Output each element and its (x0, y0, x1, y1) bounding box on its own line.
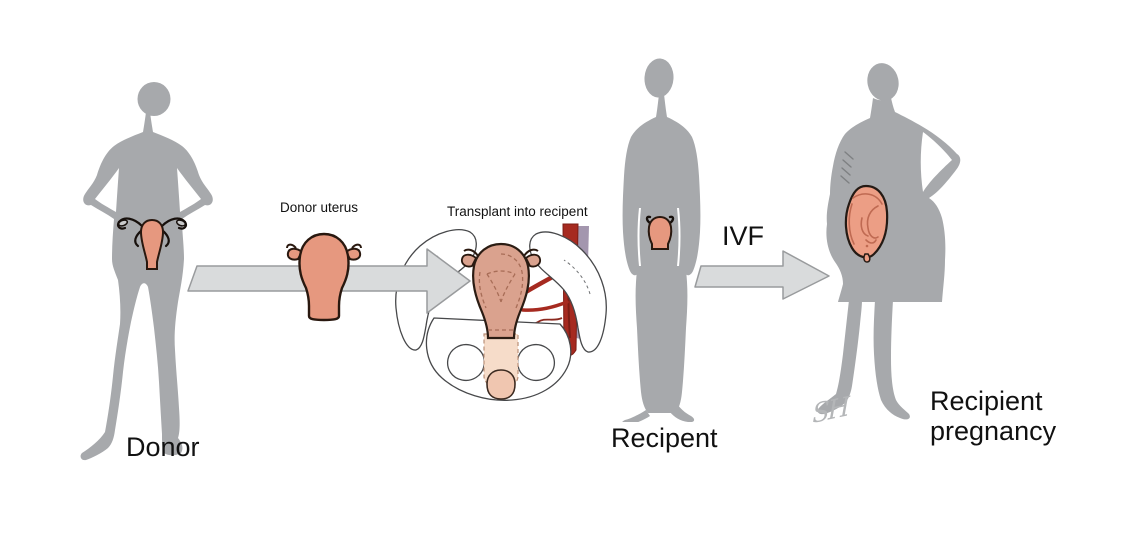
ivf-arrow (694, 250, 830, 300)
transplanted-uterus-icon (472, 242, 530, 340)
recipient-uterus-icon (645, 215, 675, 250)
recipient-pregnancy-label: Recipient pregnancy (930, 386, 1057, 446)
recipient-figure (622, 58, 701, 422)
donor-uterus-label: Donor uterus (280, 200, 359, 215)
pregnant-recipient-figure (817, 63, 961, 420)
recipient-label: Recipent (611, 423, 718, 453)
transplant-label: Transplant into recipent (447, 204, 588, 219)
ivf-label: IVF (722, 221, 765, 251)
donor-label: Donor (126, 432, 200, 462)
pregnant-uterus-icon (844, 184, 889, 263)
donor-figure (80, 82, 213, 461)
donor-uterus-icon (286, 232, 362, 322)
pelvis-transplant-illustration (395, 223, 607, 401)
donor-internal-uterus-icon (116, 217, 188, 270)
